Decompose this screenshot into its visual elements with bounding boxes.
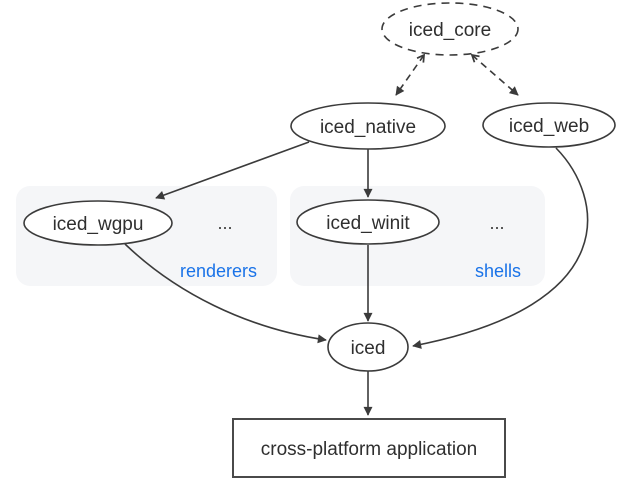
edges bbox=[124, 53, 589, 416]
node-iced-label: iced bbox=[351, 338, 386, 359]
edge-native-wgpu bbox=[155, 141, 310, 200]
node-iced-core: iced_core bbox=[381, 2, 519, 56]
node-app-shape bbox=[232, 418, 506, 478]
node-iced-wgpu: iced_wgpu bbox=[23, 200, 173, 246]
node-app-label: cross-platform application bbox=[261, 439, 477, 460]
node-iced-core-shape bbox=[381, 2, 519, 56]
node-iced-winit-label: iced_winit bbox=[326, 213, 410, 234]
edge-core-web bbox=[470, 53, 519, 96]
node-iced-wgpu-shape bbox=[23, 200, 173, 246]
node-iced-web-label: iced_web bbox=[509, 116, 589, 137]
node-iced-web: iced_web bbox=[482, 102, 616, 148]
group-renderers-ellipsis: ... bbox=[217, 213, 232, 233]
edge-core-native bbox=[395, 53, 426, 96]
node-iced-core-label: iced_core bbox=[409, 20, 491, 41]
node-iced-native-label: iced_native bbox=[320, 117, 416, 138]
group-shells-label: shells bbox=[475, 261, 521, 281]
edge-wgpu-iced bbox=[124, 243, 327, 344]
node-iced-native-shape bbox=[290, 102, 446, 150]
group-shells-ellipsis: ... bbox=[489, 213, 504, 233]
node-iced-winit: iced_winit bbox=[296, 199, 440, 245]
node-iced-wgpu-label: iced_wgpu bbox=[53, 214, 144, 235]
node-iced-shape bbox=[327, 322, 409, 372]
edge-web-iced bbox=[412, 147, 589, 349]
node-app: cross-platform application bbox=[232, 418, 506, 478]
node-iced-native: iced_native bbox=[290, 102, 446, 150]
node-iced: iced bbox=[327, 322, 409, 372]
node-iced-winit-shape bbox=[296, 199, 440, 245]
group-renderers-label: renderers bbox=[180, 261, 257, 281]
node-iced-web-shape bbox=[482, 102, 616, 148]
